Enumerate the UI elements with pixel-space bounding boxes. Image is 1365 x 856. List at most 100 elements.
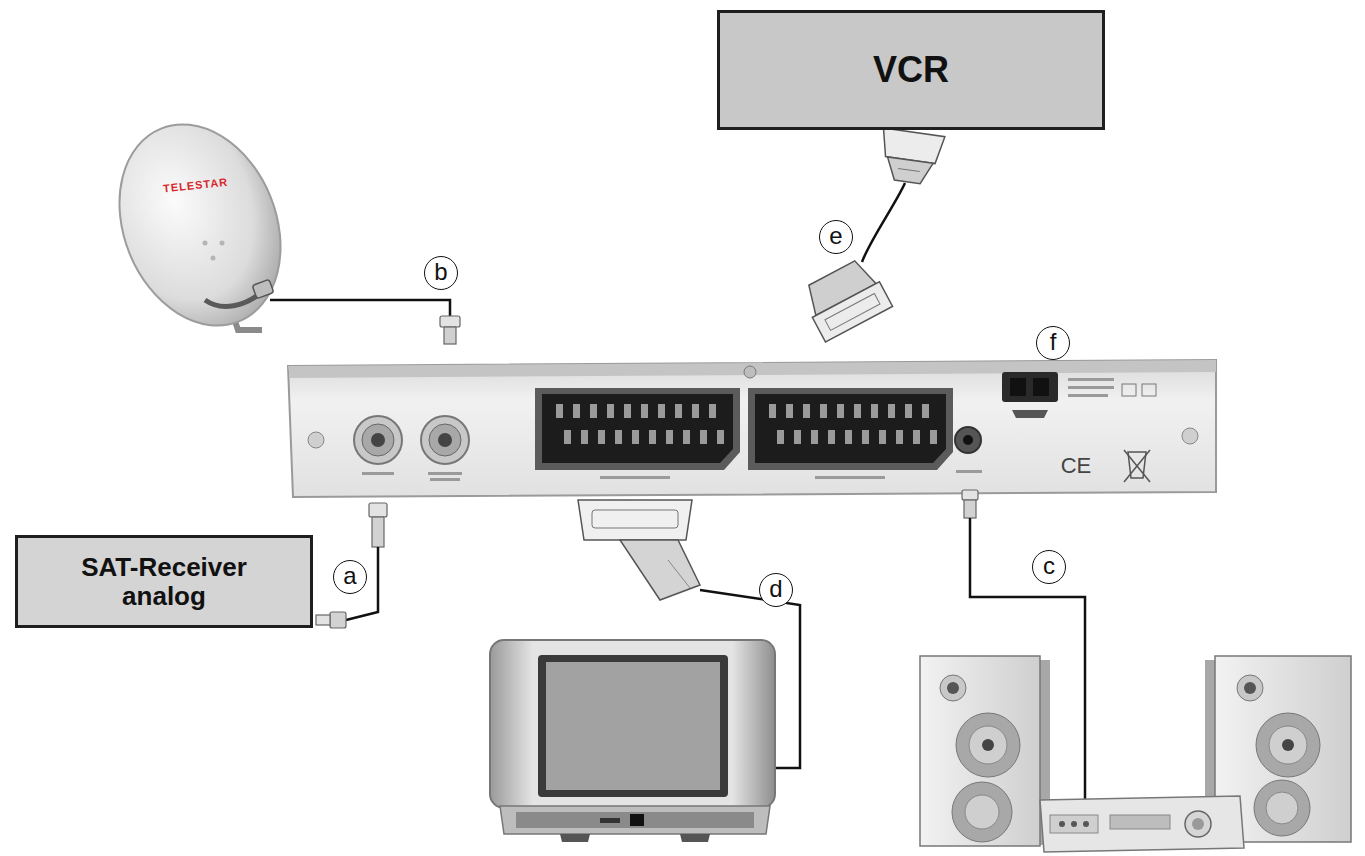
satellite-dish	[220, 241, 225, 246]
hifi-system	[952, 782, 1012, 842]
receiver-back-panel	[1068, 394, 1108, 397]
device-box: VCR	[717, 10, 1105, 130]
scart-pin	[615, 430, 622, 444]
receiver-back-panel	[1012, 410, 1048, 418]
device-label: SAT-Receiver analog	[59, 553, 269, 610]
hifi-system	[1185, 811, 1211, 837]
coax-cable	[330, 612, 346, 628]
receiver-back-panel	[362, 424, 394, 456]
receiver-back-panel	[1124, 450, 1150, 482]
scart-pin	[573, 404, 580, 418]
callout-letter: d	[759, 573, 793, 607]
scart-pin	[649, 430, 656, 444]
receiver-back-panel	[955, 427, 981, 453]
scart-pin	[709, 404, 716, 418]
scart-pin	[930, 430, 937, 444]
hifi-system	[1083, 821, 1089, 827]
scart-socket	[600, 476, 670, 479]
hifi-system	[956, 713, 1020, 777]
scart-cable	[578, 500, 692, 540]
hifi-system	[940, 675, 966, 701]
television	[680, 834, 710, 842]
scart-pin	[922, 404, 929, 418]
scart-pin	[607, 404, 614, 418]
scart-cable	[798, 255, 892, 342]
scart-cable	[620, 540, 700, 600]
receiver-back-panel	[1068, 386, 1114, 389]
scart-pin	[624, 404, 631, 418]
scart-pin	[803, 404, 810, 418]
coax-cable	[369, 503, 387, 517]
scart-pin	[854, 404, 861, 418]
receiver-back-panel	[438, 433, 452, 447]
scart-pin	[888, 404, 895, 418]
television	[546, 662, 720, 790]
receiver-back-panel	[430, 478, 460, 481]
receiver-back-panel	[429, 424, 461, 456]
receiver-back-panel	[354, 416, 402, 464]
television	[630, 814, 644, 826]
hifi-system	[969, 726, 1007, 764]
satellite-dish	[252, 279, 274, 298]
scart-pin	[871, 404, 878, 418]
scart-pin	[683, 430, 690, 444]
scart-pin	[913, 430, 920, 444]
scart-pin	[837, 404, 844, 418]
scart-cable	[668, 560, 690, 588]
scart-pin	[905, 404, 912, 418]
callout-letter: b	[424, 256, 458, 290]
receiver-back-panel	[371, 433, 385, 447]
hifi-system	[1256, 713, 1320, 777]
hifi-system	[1040, 796, 1244, 852]
scart-pin	[675, 404, 682, 418]
device-box: SAT-Receiver analog	[15, 535, 313, 628]
scart-pin	[879, 430, 886, 444]
scart-cable	[884, 157, 933, 185]
hifi-system	[920, 656, 1040, 846]
scart-cable	[592, 510, 678, 528]
satellite-dish	[205, 292, 262, 306]
scart-cable	[898, 168, 920, 171]
audio-cable	[962, 490, 978, 500]
scart-cable	[798, 128, 945, 342]
scart-pin	[777, 430, 784, 444]
television	[516, 812, 754, 828]
hifi-system	[1237, 675, 1263, 701]
hifi-system	[965, 795, 999, 829]
scart-pin	[828, 430, 835, 444]
hifi-system	[1254, 780, 1310, 836]
scart-pin	[641, 404, 648, 418]
receiver-back-panel	[1033, 378, 1049, 396]
scart-cable	[862, 183, 905, 262]
scart-pin	[811, 430, 818, 444]
scart-pin	[692, 404, 699, 418]
hifi-system	[1244, 682, 1256, 694]
receiver-back-panel	[288, 360, 1216, 497]
scart-pin	[794, 430, 801, 444]
scart-pin	[862, 430, 869, 444]
scart-pin	[666, 430, 673, 444]
television	[500, 806, 770, 834]
satellite-dish	[91, 100, 310, 350]
hifi-system	[1269, 726, 1307, 764]
scart-pin	[769, 404, 776, 418]
receiver-back-panel	[1122, 384, 1136, 396]
television	[490, 640, 775, 842]
receiver-back-panel	[1002, 372, 1058, 402]
lnb-cable	[270, 300, 460, 344]
hifi-system	[1266, 792, 1298, 824]
receiver-back-panel	[288, 360, 1216, 497]
receiver-back-panel	[362, 472, 394, 475]
scart-pin	[556, 404, 563, 418]
receiver-back-panel	[1010, 378, 1026, 396]
scart-pin	[581, 430, 588, 444]
scart-socket	[755, 394, 946, 463]
hifi-system	[1050, 815, 1098, 833]
receiver-back-panel	[963, 435, 973, 445]
hifi-system	[1192, 818, 1204, 830]
callout-letter: f	[1036, 326, 1070, 360]
scart-pin	[658, 404, 665, 418]
receiver-back-panel	[421, 416, 469, 464]
device-label: VCR	[873, 50, 949, 90]
